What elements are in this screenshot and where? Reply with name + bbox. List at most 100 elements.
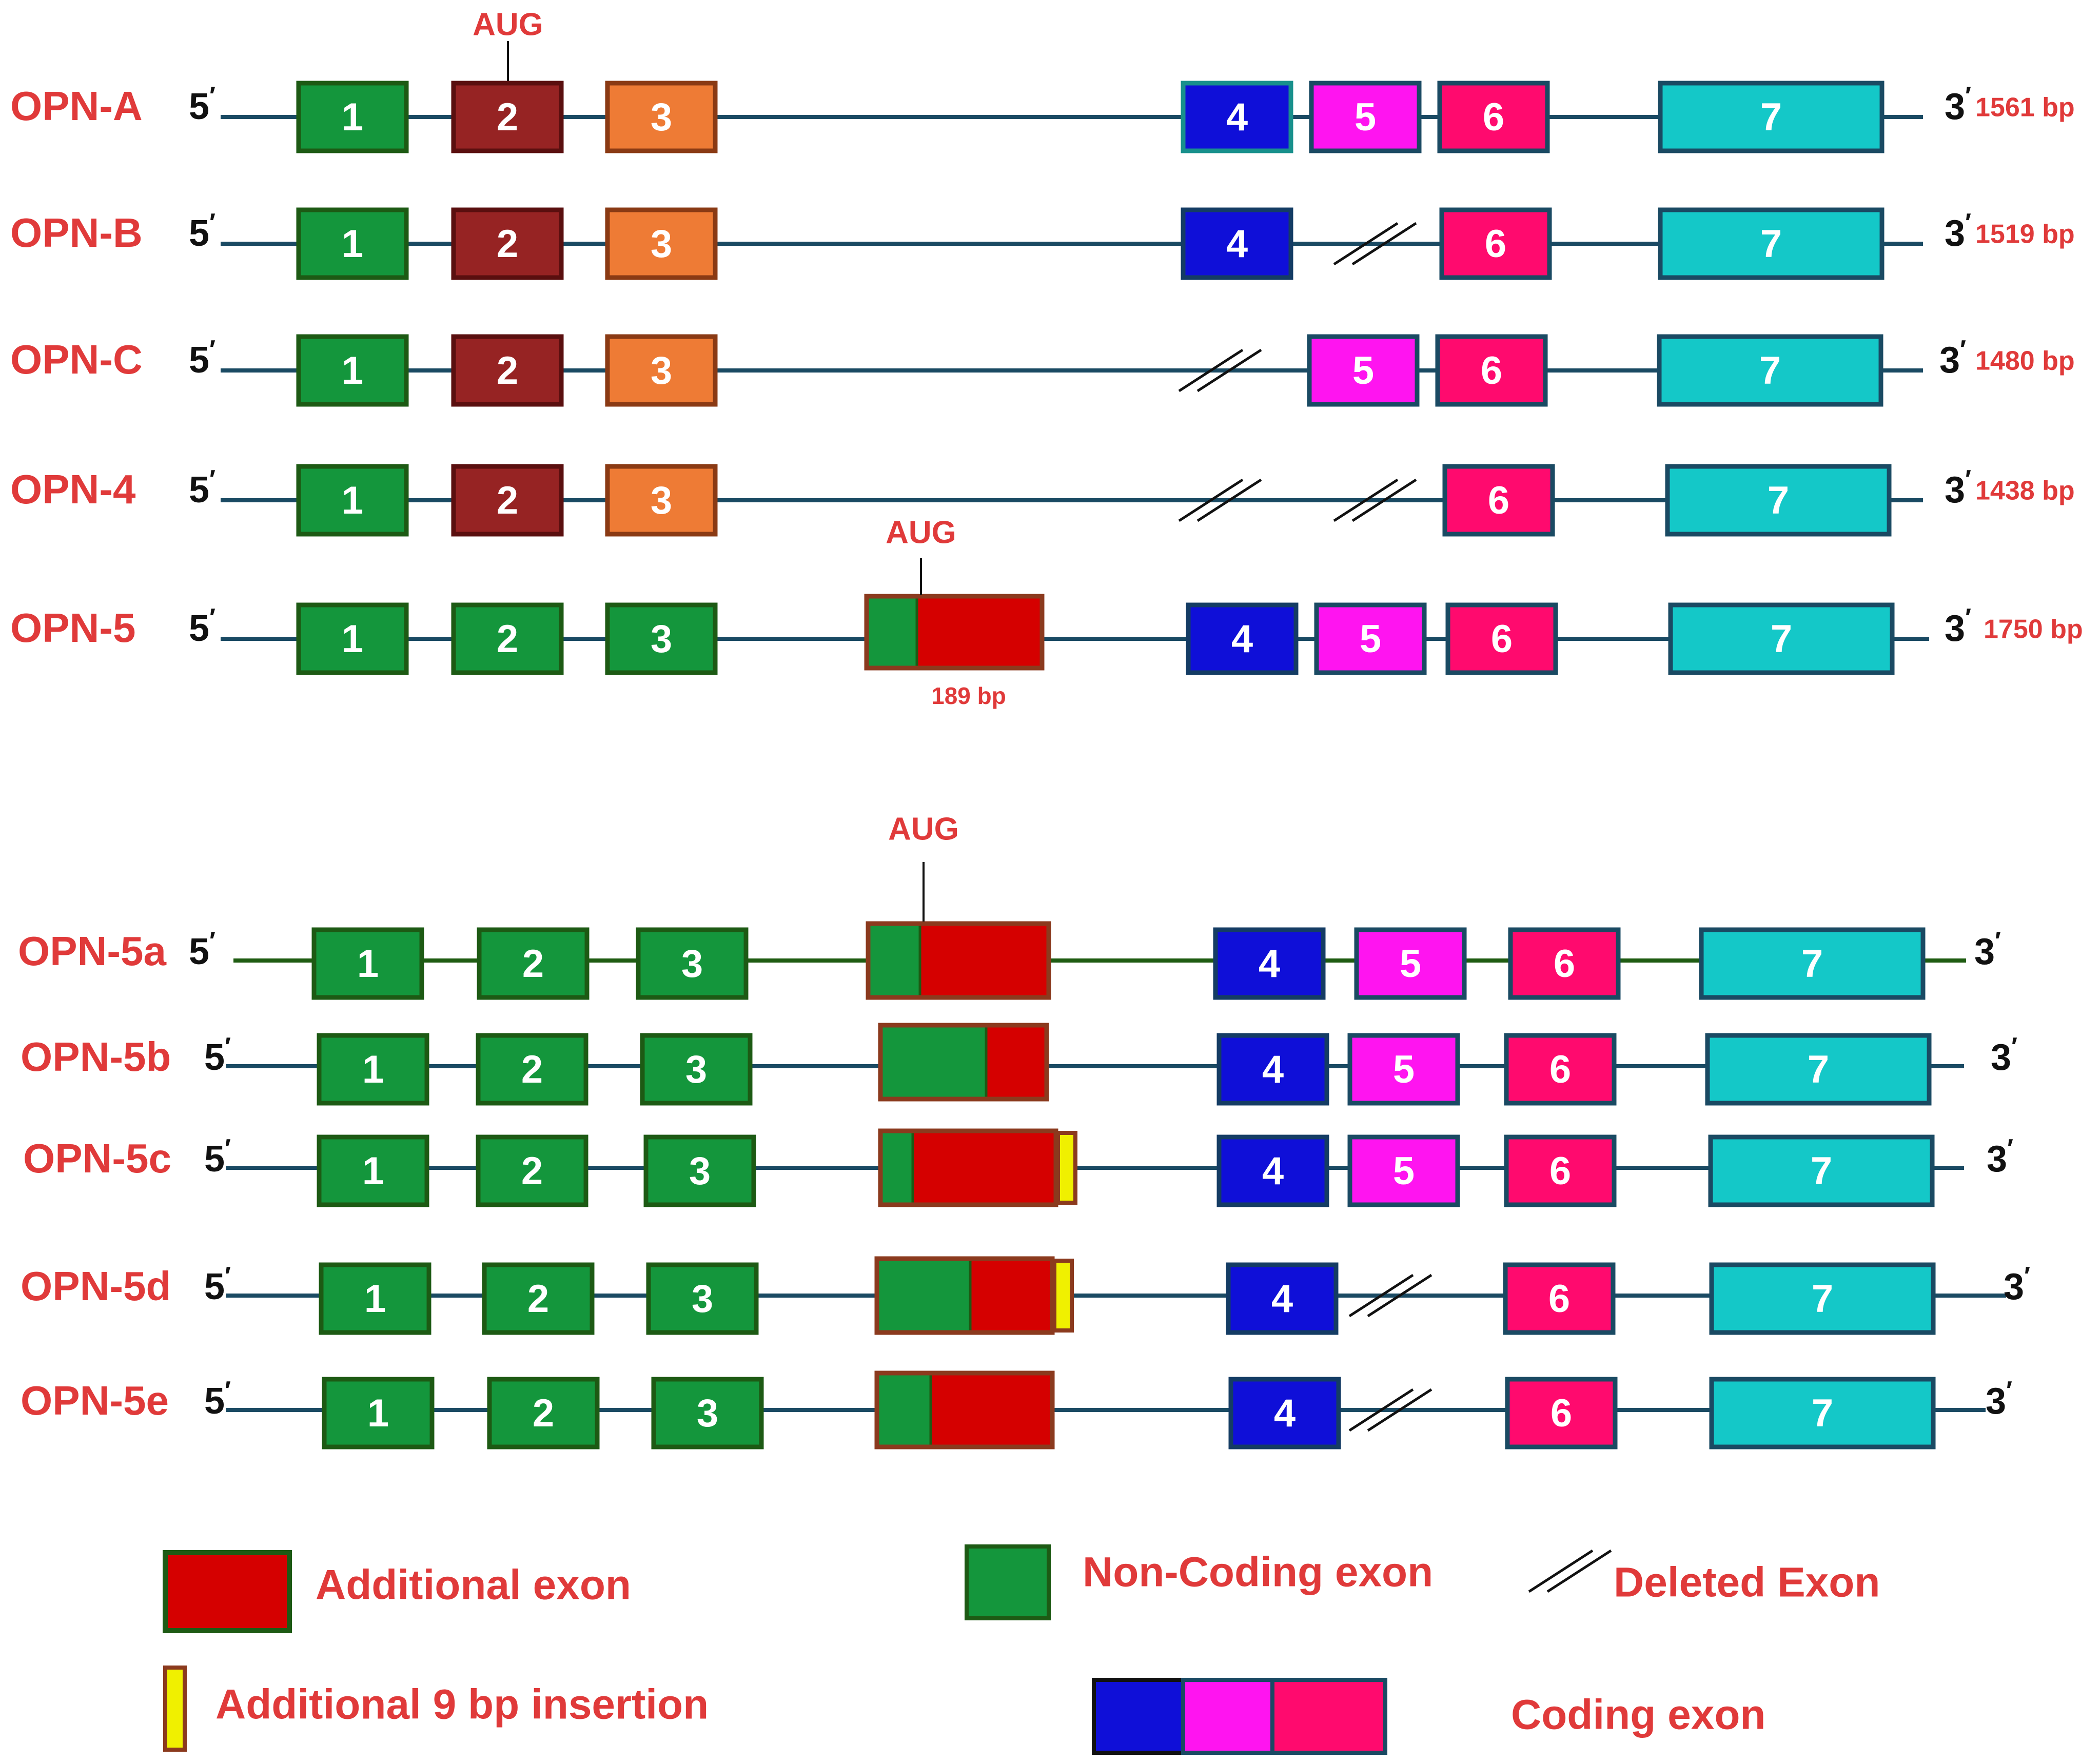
exon-7: 7 <box>1665 464 1892 537</box>
deleted-stroke <box>1178 348 1244 393</box>
exon-3-number: 3 <box>651 479 672 522</box>
exon-1-box <box>296 464 409 537</box>
three-prime-end-digit: 3 <box>1986 1381 2006 1422</box>
three-prime-end-digit: 3 <box>1991 1037 2011 1078</box>
exon-1-number: 1 <box>342 617 363 661</box>
five-prime-end-digit: 5 <box>204 1037 225 1078</box>
exon-4-number: 4 <box>1231 617 1253 661</box>
exon-3: 3 <box>646 1262 759 1335</box>
exon-1: 1 <box>322 1377 435 1449</box>
five-prime-end-digit: 5 <box>189 213 209 254</box>
additional-exon-noncoding-part <box>880 1131 913 1205</box>
exon-1-box <box>296 602 409 675</box>
transcript-name: OPN-5c <box>23 1135 171 1181</box>
exon-2-box <box>477 927 590 1000</box>
exon-7-number: 7 <box>1812 1277 1833 1321</box>
exon-3-box <box>605 207 718 280</box>
exon-3-box <box>646 1262 759 1335</box>
exon-7-box <box>1699 927 1926 1000</box>
legend-additional-exon-swatch <box>163 1550 292 1633</box>
five-prime-end: 5′ <box>204 1262 231 1307</box>
exon-4-number: 4 <box>1262 1048 1284 1091</box>
exon-2-number: 2 <box>533 1392 554 1435</box>
five-prime-end-digit: 5 <box>189 608 209 649</box>
deleted-stroke <box>1351 222 1417 266</box>
legend-deleted-exon-mark <box>1528 1549 1612 1593</box>
exon-4-box <box>1216 1033 1329 1106</box>
exon-7: 7 <box>1709 1262 1936 1335</box>
five-prime-end: 5′ <box>204 1376 231 1422</box>
exon-6: 6 <box>1435 334 1548 407</box>
deleted-stroke <box>1333 478 1399 522</box>
legend-noncoding-exon-swatch <box>965 1544 1051 1620</box>
exon-2-box <box>451 334 564 407</box>
three-prime-end-prime: ′ <box>2007 1134 2013 1163</box>
aug-start-codon: AUG <box>888 811 959 922</box>
exon-1-box <box>296 207 409 280</box>
exon-2-box <box>487 1377 600 1449</box>
exon-4: 4 <box>1216 1033 1329 1106</box>
exon-4: 4 <box>1186 602 1299 675</box>
transcript-name: OPN-C <box>10 337 143 382</box>
three-prime-end-digit: 3 <box>1945 213 1965 254</box>
exon-5-box <box>1354 927 1467 1000</box>
additional-exon <box>878 1023 1049 1102</box>
exon-2-box <box>476 1033 588 1106</box>
three-prime-end: 3′ <box>1945 208 1971 254</box>
transcript-name: OPN-5a <box>18 928 166 974</box>
deleted-exon-mark <box>1333 222 1417 266</box>
exon-4-box <box>1213 927 1326 1000</box>
exon-3-box <box>640 1033 753 1106</box>
three-prime-end-prime: ′ <box>2006 1376 2012 1405</box>
exon-6-number: 6 <box>1549 1048 1571 1091</box>
insertion-9bp <box>1056 1131 1077 1205</box>
exon-7-box <box>1657 334 1883 407</box>
exon-6-box <box>1437 81 1550 153</box>
three-prime-end-digit: 3 <box>1945 608 1965 649</box>
exon-6-number: 6 <box>1488 479 1509 522</box>
insertion-9bp <box>1052 1259 1074 1333</box>
exon-2: 2 <box>487 1377 600 1449</box>
three-prime-end: 3′ <box>1945 603 1971 649</box>
exon-2: 2 <box>476 1134 588 1207</box>
five-prime-end-digit: 5 <box>189 340 209 381</box>
exon-2-number: 2 <box>521 1048 543 1091</box>
exon-6-number: 6 <box>1551 1392 1572 1435</box>
exon-7: 7 <box>1657 334 1883 407</box>
five-prime-end-prime: ′ <box>209 603 215 632</box>
deleted-exon-mark <box>1333 478 1417 522</box>
exon-4-box <box>1186 602 1299 675</box>
three-prime-end-prime: ′ <box>1965 82 1971 110</box>
exon-3-number: 3 <box>651 222 672 266</box>
five-prime-end-prime: ′ <box>209 335 215 364</box>
three-prime-end-digit: 3 <box>1939 340 1960 381</box>
exon-3-number: 3 <box>651 349 672 393</box>
exon-1: 1 <box>311 927 424 1000</box>
deleted-exon-mark <box>1178 478 1262 522</box>
five-prime-end: 5′ <box>189 927 215 972</box>
deleted-stroke <box>1367 1274 1432 1318</box>
exon-6-box <box>1445 602 1558 675</box>
deleted-stroke <box>1528 1549 1594 1593</box>
exon-3-box <box>651 1377 764 1449</box>
exon-5-number: 5 <box>1393 1048 1415 1091</box>
additional-exon <box>874 1256 1074 1335</box>
exon-2-box <box>476 1134 588 1207</box>
exon-3: 3 <box>651 1377 764 1449</box>
exon-1-number: 1 <box>357 942 379 986</box>
exon-5: 5 <box>1347 1033 1460 1106</box>
transcript-length: 1750 bp <box>1984 615 2083 644</box>
exon-6-number: 6 <box>1548 1277 1570 1321</box>
exon-5-box <box>1314 602 1427 675</box>
exon-1-number: 1 <box>364 1277 386 1321</box>
additional-exon-border <box>866 921 1051 1000</box>
exon-2-number: 2 <box>497 222 518 266</box>
exon-2-number: 2 <box>497 479 518 522</box>
exon-2-number: 2 <box>497 617 518 661</box>
exon-2-number: 2 <box>521 1149 543 1193</box>
legend-insertion-swatch <box>163 1666 187 1752</box>
exon-2-box <box>482 1262 595 1335</box>
